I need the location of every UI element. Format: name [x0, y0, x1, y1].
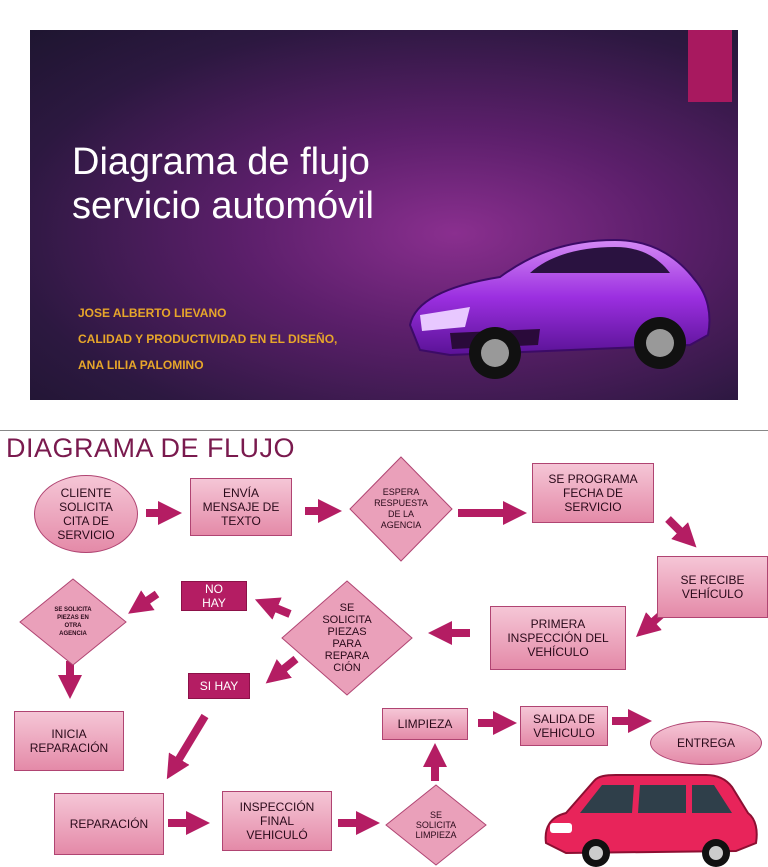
teacher-text: ANA LILIA PALOMINO	[78, 358, 204, 372]
other-agency-decision: SE SOLICITA PIEZAS EN OTRA AGENCIA	[18, 577, 128, 667]
node-text: VEHÍCULO	[681, 587, 744, 601]
node-text: LIMPIEZA	[397, 717, 453, 731]
accent-bar	[688, 30, 732, 102]
request-parts-decision: SE SOLICITA PIEZAS PARA REPARA CIÓN	[280, 579, 414, 697]
node-text: PRIMERA	[530, 617, 586, 631]
node-text: CIÓN	[333, 662, 361, 674]
node-text: TEXTO	[221, 514, 261, 528]
node-text: ENTREGA	[676, 736, 735, 750]
node-text: VEHICULO	[533, 726, 595, 740]
node-text: NO	[204, 582, 223, 596]
receive-vehicle-node: SE RECIBE VEHÍCULO	[657, 556, 768, 618]
no-parts-label: NO HAY	[181, 581, 247, 611]
send-text-node: ENVÍA MENSAJE DE TEXTO	[190, 478, 292, 536]
node-text: SE	[429, 810, 442, 820]
slide-title: Diagrama de flujo servicio automóvil	[72, 140, 512, 228]
vehicle-exit-node: SALIDA DE VEHICULO	[520, 706, 608, 746]
node-text: OTRA	[64, 623, 82, 629]
repair-node: REPARACIÓN	[54, 793, 164, 855]
purple-car-image	[408, 238, 711, 379]
title-line-2: servicio automóvil	[72, 185, 374, 227]
delivery-node: ENTREGA	[650, 721, 762, 765]
node-text: SE RECIBE	[680, 573, 745, 587]
node-text: RESPUESTA	[374, 498, 428, 508]
node-text: VEHICULÓ	[246, 828, 308, 842]
arrow-8	[128, 590, 160, 614]
node-text: LIMPIEZA	[415, 830, 457, 840]
node-text: AGENCIA	[59, 631, 87, 637]
node-text: INSPECCIÓN	[239, 800, 315, 814]
author-text: JOSE ALBERTO LIEVANO	[78, 306, 227, 320]
node-text: PIEZAS	[327, 626, 367, 638]
node-text: SALIDA DE	[532, 712, 596, 726]
node-text: ESPERA	[382, 487, 420, 497]
arrow-7	[254, 597, 292, 620]
arrow-10	[265, 655, 299, 684]
parts-available-label: SI HAY	[188, 673, 250, 699]
node-text: SE SOLICITA	[54, 607, 92, 613]
node-text: INSPECCIÓN DEL	[507, 631, 609, 645]
node-text: SERVICIO	[564, 500, 622, 514]
node-text: PIEZAS EN	[57, 615, 89, 621]
node-text: DE LA	[387, 509, 414, 519]
flowchart-title: DIAGRAMA DE FLUJO	[6, 433, 296, 463]
flow-arrows	[58, 499, 697, 835]
arrow-4	[665, 516, 697, 548]
node-text: INICIA	[51, 727, 87, 741]
node-text: REPARA	[324, 650, 370, 662]
title-slide: Diagrama de flujo servicio automóvil JOS…	[30, 30, 738, 400]
schedule-date-node: SE PROGRAMA FECHA DE SERVICIO	[532, 463, 654, 523]
flowchart-slide: DIAGRAMA DE FLUJO	[0, 430, 768, 867]
node-text: SOLICITA	[322, 614, 372, 626]
node-text: MENSAJE DE	[202, 500, 280, 514]
cleaning-node: LIMPIEZA	[382, 708, 468, 740]
node-text: REPARACIÓN	[69, 817, 149, 831]
node-text: SOLICITA	[415, 820, 457, 830]
node-text: SE	[339, 602, 355, 614]
start-repair-node: INICIA REPARACIÓN	[14, 711, 124, 771]
node-text: AGENCIA	[380, 520, 422, 530]
node-text: ENVÍA	[222, 486, 259, 500]
course-text: CALIDAD Y PRODUCTIVIDAD EN EL DISEÑO,	[78, 332, 338, 346]
pink-car-image	[544, 774, 758, 867]
node-text: FINAL	[259, 814, 294, 828]
node-text: CLIENTE	[60, 486, 112, 500]
final-inspection-node: INSPECCIÓN FINAL VEHICULÓ	[222, 791, 332, 851]
node-text: HAY	[202, 596, 226, 610]
node-text: PARA	[332, 638, 362, 650]
first-inspection-node: PRIMERA INSPECCIÓN DEL VEHÍCULO	[490, 606, 626, 670]
title-line-1: Diagrama de flujo	[72, 141, 370, 183]
arrow-11	[166, 713, 209, 780]
node-text: SERVICIO	[57, 528, 115, 542]
wait-response-decision: ESPERA RESPUESTA DE LA AGENCIA	[348, 455, 454, 563]
node-text: CITA DE	[63, 514, 109, 528]
node-text: SOLICITA	[59, 500, 113, 514]
node-text: FECHA DE	[562, 486, 623, 500]
node-text: SE PROGRAMA	[548, 472, 638, 486]
node-text: SI HAY	[199, 679, 239, 693]
node-text: VEHÍCULO	[527, 645, 589, 659]
client-requests-node: CLIENTE SOLICITA CITA DE SERVICIO	[34, 475, 138, 553]
request-cleaning-decision: SE SOLICITA LIMPIEZA	[384, 783, 488, 867]
node-text: REPARACIÓN	[29, 741, 109, 755]
